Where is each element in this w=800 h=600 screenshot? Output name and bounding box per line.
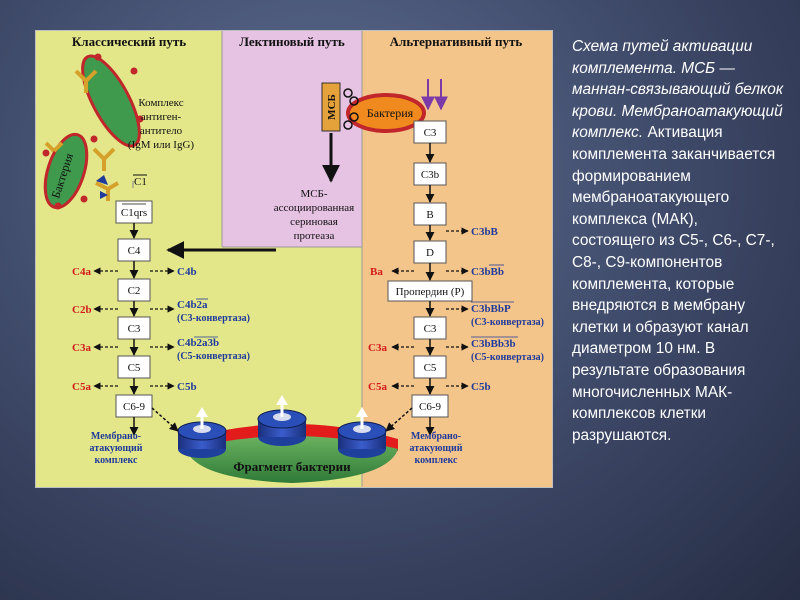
mac-left-line-3: комплекс <box>94 455 138 466</box>
c5-convertase-left: (C5-конвертаза) <box>177 351 250 362</box>
alt-c5-label: C5 <box>424 362 437 374</box>
complement-pathways-diagram: Классический путь Лектиновый путь Альтер… <box>35 30 553 488</box>
c4a-label: C4a <box>72 266 91 278</box>
mac-left-line-1: Мембрано- <box>91 431 141 442</box>
c5a-label: C5a <box>72 381 91 393</box>
slide-caption: Схема путей активации комплемента. МСБ —… <box>572 36 784 446</box>
c3bbb3b-label: C3bBb3b <box>471 338 516 350</box>
alt-c5a-label: C5a <box>368 381 387 393</box>
lectin-bacteria-label: Бактерия <box>367 106 414 120</box>
c2b-label: C2b <box>72 304 92 316</box>
c5b-right-label: C5b <box>471 381 491 393</box>
c4b-label: C4b <box>177 266 197 278</box>
mac-right-line-3: комплекс <box>414 455 458 466</box>
properdin-label: Пропердин (P) <box>396 286 465 298</box>
caption-italic-lead: Схема путей активации комплемента. МСБ —… <box>572 38 784 120</box>
c1qrs-label: C1qrs <box>121 207 147 219</box>
c3-convertase-left: (C3-конвертаза) <box>177 313 250 324</box>
alt-c3a-label: C3a <box>368 342 387 354</box>
msb-box <box>321 82 341 132</box>
alt-c3-2-label: C3 <box>424 323 437 335</box>
alt-c3-label: C3 <box>424 127 437 139</box>
classic-bacteria-group: Бактерия <box>42 53 144 210</box>
c4b2a-label: C4b2a <box>177 299 208 311</box>
c3-label: C3 <box>128 323 141 335</box>
c4-label: C4 <box>128 245 141 257</box>
alt-c3b-label: C3b <box>421 169 440 181</box>
alternative-chain: C3 C3b B D Пропердин (P) C3 C5 C6-9 <box>387 120 473 436</box>
mac-channel-left <box>177 407 227 458</box>
mac-right-line-2: атакующий <box>409 443 462 454</box>
classic-chain: C1qrs C4 C2 C3 C5 C6-9 <box>93 200 175 436</box>
caption-body: Активация комплемента заканчивается форм… <box>572 124 776 444</box>
c2-label: C2 <box>128 285 141 297</box>
c1-label: C1 <box>134 176 147 188</box>
alt-c69-label: C6-9 <box>419 401 442 413</box>
antigen-antibody-line-1: Комплекс <box>138 97 183 109</box>
mac-channel-right <box>337 407 387 458</box>
c3bbbp-label: C3bBbP <box>471 303 511 315</box>
lectin-panel-bg <box>222 31 362 247</box>
c69-label: C6-9 <box>123 401 146 413</box>
antigen-antibody-line-3: антитело <box>140 125 183 137</box>
antigen-antibody-line-2: антиген- <box>141 111 182 123</box>
c3a-label: C3a <box>72 342 91 354</box>
mac-channel-center <box>257 395 307 446</box>
fragment-label: Фрагмент бактерии <box>233 459 351 474</box>
c3-convertase-right: (C3-конвертаза) <box>471 317 544 328</box>
alt-d-label: D <box>426 247 434 259</box>
msb-label: МСБ <box>326 94 338 120</box>
alternative-title: Альтернативный путь <box>390 34 523 49</box>
c3bb-upper-label: C3bB <box>471 226 499 238</box>
protease-line-3: сериновая <box>290 216 338 228</box>
c5-label: C5 <box>128 362 141 374</box>
ba-label: Ba <box>370 266 383 278</box>
protease-line-1: МСБ- <box>300 188 327 200</box>
lectin-bacteria-group: МСБ Бактерия <box>321 82 426 133</box>
c4b2a3b-label: C4b2a3b <box>177 337 219 349</box>
c5-convertase-right: (C5-конвертаза) <box>471 352 544 363</box>
mac-right-line-1: Мембрано- <box>411 431 461 442</box>
c5b-left-label: C5b <box>177 381 197 393</box>
alt-b-label: B <box>426 209 433 221</box>
protease-line-2: ассоциированная <box>274 202 354 214</box>
lectin-title: Лектиновый путь <box>239 34 345 49</box>
c3bbb-label: C3bBb <box>471 266 504 278</box>
mac-left-line-2: атакующий <box>89 443 142 454</box>
caption-italic-sub: Мембраноатакующий комплекс. <box>572 102 783 142</box>
classic-title: Классический путь <box>72 34 186 49</box>
protease-line-4: протеаза <box>294 230 335 242</box>
antigen-antibody-line-4: (IgM или IgG) <box>128 139 194 151</box>
